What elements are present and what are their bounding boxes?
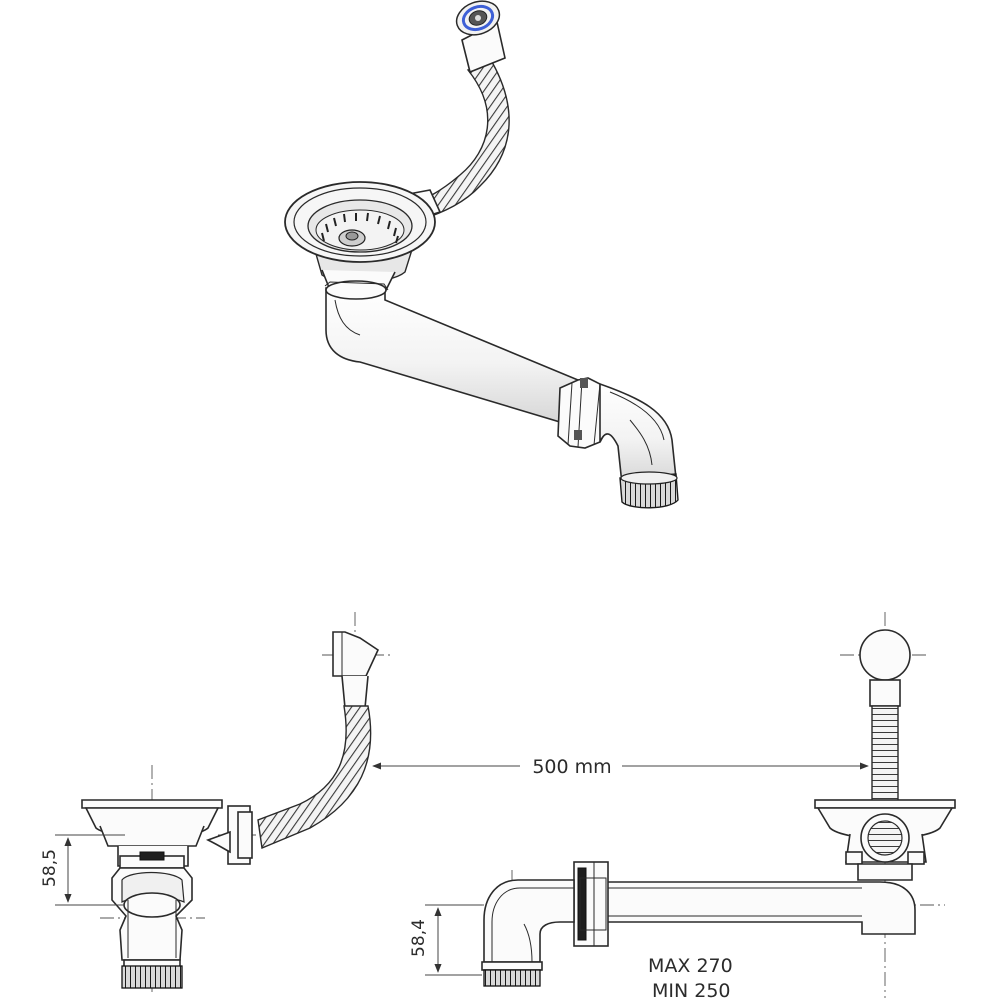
elbow-side-right [483, 879, 575, 963]
tail-connector-side-right [857, 863, 913, 881]
overflow-connector-side-left [205, 805, 253, 865]
overflow-ring-side-right [859, 629, 911, 681]
waste-pipe-side-right [601, 881, 916, 935]
waste-pipe-iso [324, 280, 592, 426]
left-height-label: 58,5 [40, 849, 60, 887]
threaded-outlet-iso [619, 471, 679, 509]
strainer-bowl-side-right [814, 799, 956, 865]
outlet-collar-side-right [481, 961, 543, 971]
strainer-bowl-side-left [81, 799, 223, 869]
width-dimension: 500 mm [372, 756, 869, 778]
side-view-right: 58,4 MAX 270 MIN 250 [409, 612, 956, 1000]
strainer-basket-iso [284, 181, 436, 293]
min-length-label: MIN 250 [652, 980, 731, 1000]
left-height-dimension: 58,5 [40, 834, 125, 906]
right-height-label: 58,4 [409, 919, 429, 957]
tail-pipe-side-left [111, 867, 193, 969]
overflow-hose-side-left [257, 705, 372, 849]
max-length-label: MAX 270 [648, 955, 733, 977]
elbow-iso [599, 382, 677, 485]
slip-nut-side-right [573, 861, 609, 947]
right-height-dimension: 58,4 [409, 904, 482, 976]
overflow-head-side-left [332, 631, 380, 709]
side-view-left: 58,5 [40, 612, 390, 992]
threaded-outlet-side-left [121, 965, 183, 989]
width-dimension-label: 500 mm [532, 756, 611, 778]
isometric-view [284, 0, 679, 509]
overflow-head-iso [455, 0, 506, 74]
threaded-outlet-side-right [483, 969, 541, 987]
